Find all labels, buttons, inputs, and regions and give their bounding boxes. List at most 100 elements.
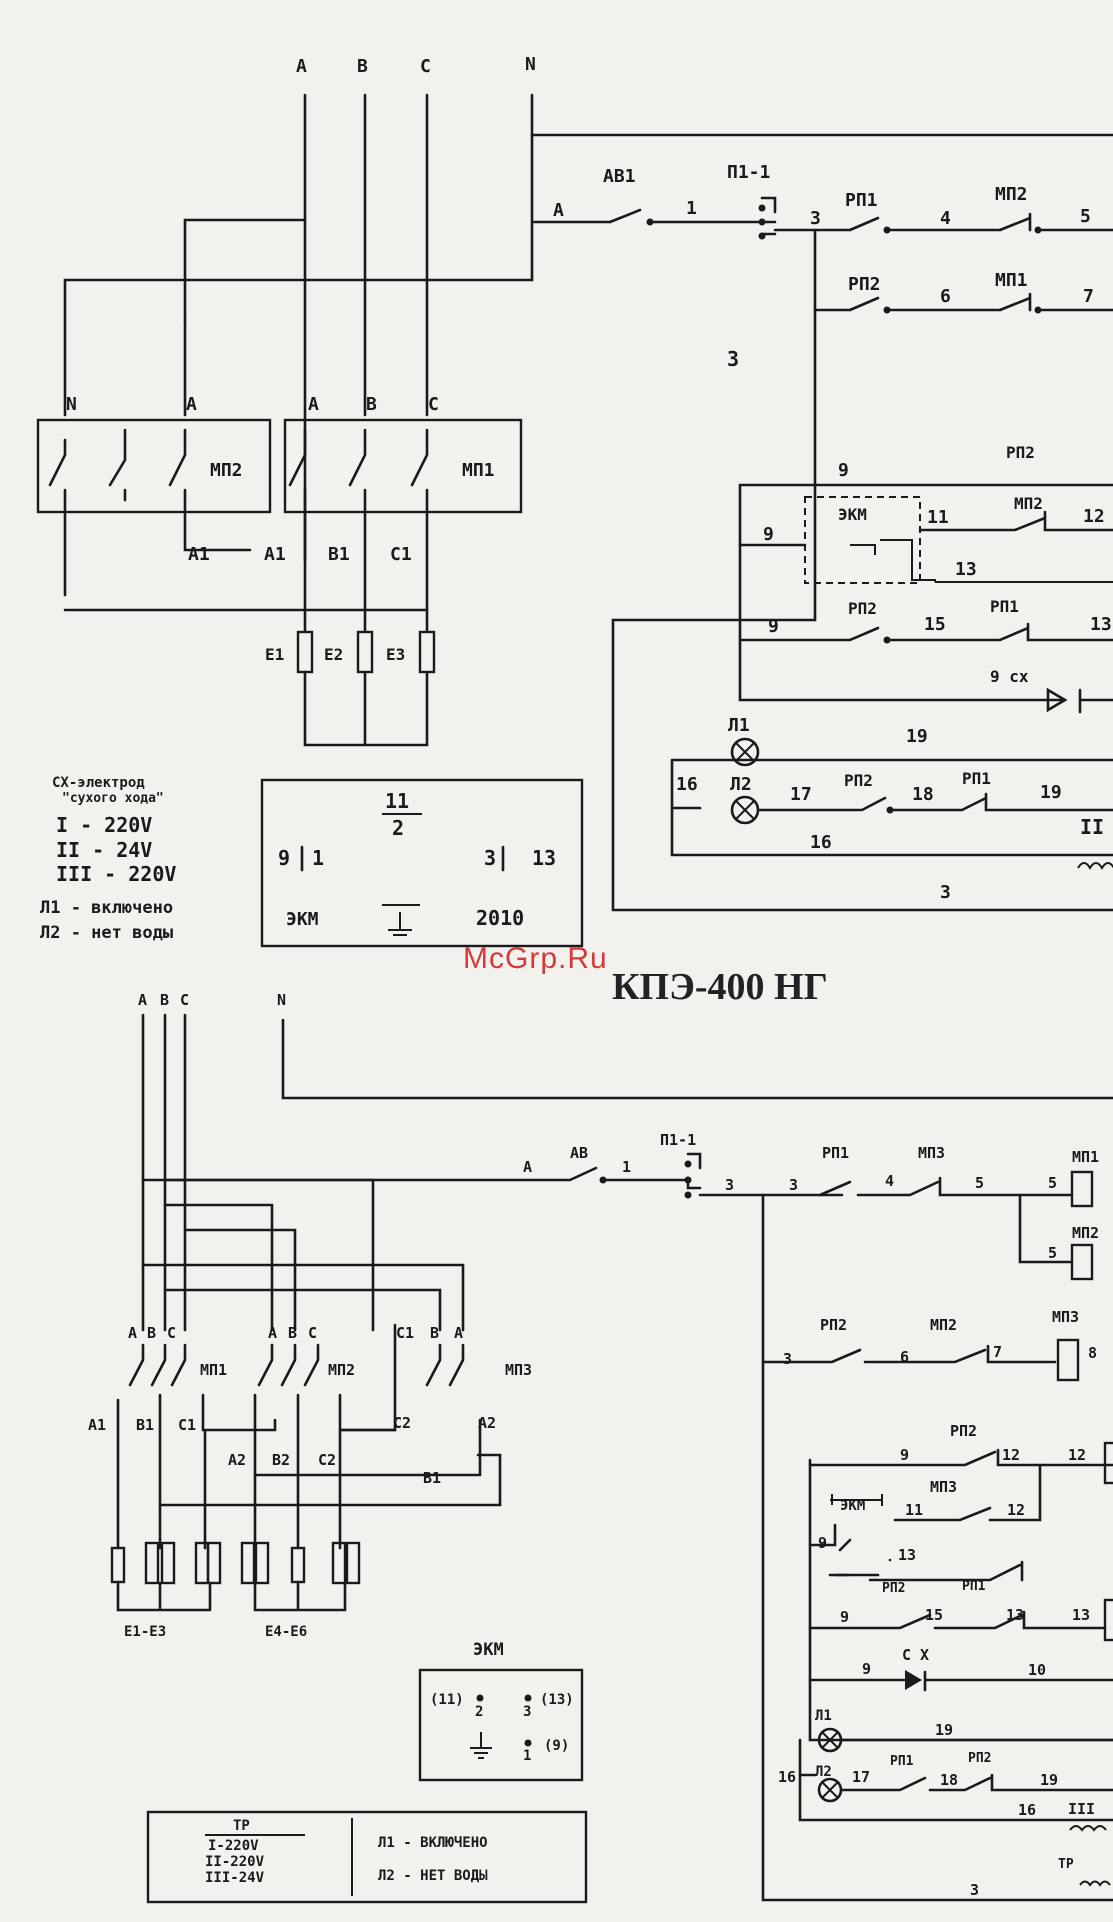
wire-12: 12 (1083, 506, 1105, 527)
svg-text:Е1-Е3: Е1-Е3 (124, 1624, 166, 1640)
b-heaters (110, 1541, 361, 1612)
box-mp1-label: МП1 (462, 460, 495, 481)
svg-text:МП2: МП2 (930, 1316, 957, 1334)
box-mp2-a: A (186, 394, 197, 415)
wire-7: 7 (1083, 286, 1094, 307)
svg-text:МП2: МП2 (328, 1361, 355, 1379)
svg-text:II - 24V: II - 24V (56, 838, 152, 862)
svg-text:B: B (430, 1324, 439, 1342)
svg-text:I - 220V: I - 220V (56, 813, 152, 837)
phase-label-a: A (296, 56, 307, 77)
svg-text:12: 12 (1002, 1446, 1020, 1464)
tap-a-to-mp2 (183, 218, 307, 417)
svg-text:Е4-Е6: Е4-Е6 (265, 1624, 307, 1640)
svg-text:A: A (454, 1324, 463, 1342)
lamp-l2-label: Л2 (730, 774, 752, 795)
svg-text:МП3: МП3 (1052, 1308, 1079, 1326)
b-ekm-pinout-box (418, 1668, 584, 1782)
breaker-contact (608, 208, 642, 224)
box-mp1-c: C (428, 394, 439, 415)
b-phase-c: C (180, 991, 189, 1009)
svg-text:РП1: РП1 (822, 1144, 849, 1162)
svg-text:(9): (9) (544, 1738, 569, 1754)
tap-n-to-mp2 (63, 278, 534, 417)
svg-text:B1: B1 (423, 1469, 441, 1487)
svg-text:СХ-электрод: СХ-электрод (52, 775, 145, 791)
svg-text:17: 17 (852, 1768, 870, 1786)
wire-3c: 3 (940, 882, 951, 903)
svg-text:B2: B2 (272, 1451, 290, 1469)
svg-text:8: 8 (1088, 1344, 1097, 1362)
svg-text:Л1: Л1 (815, 1708, 832, 1724)
svg-text:МП3: МП3 (918, 1144, 945, 1162)
b-coil-mp1 (1070, 1170, 1094, 1208)
rp2b-label: РП2 (1006, 443, 1035, 462)
top-legend: СХ-электрод "сухого хода" I - 220V II - … (40, 775, 176, 943)
wire-6: 6 (940, 286, 951, 307)
contactor-box-mp2 (36, 418, 272, 514)
svg-text:"сухого хода": "сухого хода" (62, 791, 164, 806)
svg-text:МП3: МП3 (930, 1478, 957, 1496)
svg-text:9: 9 (763, 524, 774, 545)
svg-text:2: 2 (392, 816, 404, 840)
rp2-label: РП2 (848, 274, 881, 295)
svg-text:12: 12 (1068, 1446, 1086, 1464)
wire-13: 13 (955, 559, 977, 580)
watermark-text: McGrp.Ru (463, 942, 608, 975)
svg-text:Л2: Л2 (815, 1764, 832, 1780)
mp1-label: МП1 (995, 270, 1028, 291)
phase-label-b: B (357, 56, 368, 77)
svg-text:(13): (13) (540, 1692, 574, 1708)
svg-text:1: 1 (312, 846, 324, 870)
svg-text:9: 9 (278, 846, 290, 870)
svg-text:3: 3 (523, 1704, 531, 1720)
heater-e2 (356, 630, 374, 674)
svg-text:1: 1 (523, 1748, 531, 1764)
svg-text:9: 9 (818, 1534, 827, 1552)
box-mp1-b: B (366, 394, 377, 415)
svg-text:15: 15 (925, 1606, 943, 1624)
lamp-l1 (730, 737, 760, 767)
svg-text:11: 11 (905, 1501, 923, 1519)
svg-text:Л1 - включено: Л1 - включено (40, 898, 173, 918)
svg-text:ТР: ТР (1058, 1857, 1074, 1872)
svg-text:III: III (1068, 1800, 1095, 1818)
svg-text:РП1: РП1 (962, 1579, 986, 1594)
svg-text:III-24V: III-24V (205, 1870, 265, 1886)
svg-text:РП1: РП1 (890, 1754, 914, 1769)
svg-text:5: 5 (1048, 1244, 1057, 1262)
svg-text:12: 12 (1007, 1501, 1025, 1519)
svg-text:7: 7 (993, 1343, 1002, 1361)
heater-e3 (418, 630, 436, 674)
wire-16: 16 (676, 774, 698, 795)
svg-text:A: A (128, 1324, 137, 1342)
out-a1: A1 (188, 544, 210, 565)
svg-text:9: 9 (900, 1446, 909, 1464)
phase-label-n: N (525, 54, 536, 75)
svg-text:19: 19 (935, 1721, 953, 1739)
ground-symbol (382, 904, 420, 936)
svg-text:4: 4 (885, 1172, 894, 1190)
svg-text:13: 13 (1006, 1606, 1024, 1624)
lamp-l1-label: Л1 (728, 715, 750, 736)
svg-text:3: 3 (725, 1176, 734, 1194)
rp1b-label: РП1 (990, 597, 1019, 616)
out-a1b: A1 (264, 544, 286, 565)
svg-text:A2: A2 (478, 1414, 496, 1432)
heater-e2-label: Е2 (324, 645, 343, 664)
mp2b-label: МП2 (1014, 494, 1043, 513)
svg-text:АВ: АВ (570, 1144, 588, 1162)
wire-16b: 16 (810, 832, 832, 853)
wire-3: 3 (810, 208, 821, 229)
control-return-3 (611, 228, 1113, 912)
svg-text:13: 13 (1090, 614, 1112, 635)
ekm-pinout-box (260, 778, 584, 948)
svg-text:С Х: С Х (902, 1646, 929, 1664)
mp2-label: МП2 (995, 184, 1028, 205)
out-b1: B1 (328, 544, 350, 565)
svg-text:МП2: МП2 (1072, 1224, 1099, 1242)
dry-run-electrode-symbol (1046, 687, 1068, 713)
svg-text:A2: A2 (228, 1451, 246, 1469)
svg-text:ЭКМ: ЭКМ (286, 909, 319, 930)
top-diagram: A B C N A АВ1 1 П1-1 3 РП1 4 МП2 5 (36, 54, 1113, 948)
